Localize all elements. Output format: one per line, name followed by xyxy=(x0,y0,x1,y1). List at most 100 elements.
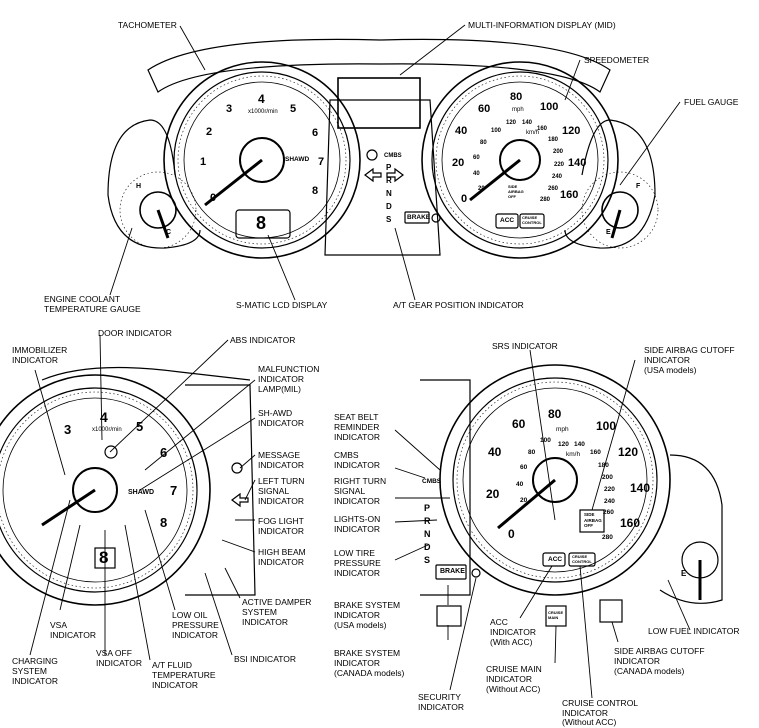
br-mph-unit: mph xyxy=(556,426,569,433)
label-fog: FOG LIGHT INDICATOR xyxy=(258,516,304,536)
bottom-right-center-panel xyxy=(420,379,471,596)
br-mph-60: 60 xyxy=(512,417,526,431)
label-immobilizer: IMMOBILIZER INDICATOR xyxy=(12,345,68,365)
label-active-damper: ACTIVE DAMPER SYSTEM INDICATOR xyxy=(242,597,312,627)
kmh-140: 140 xyxy=(522,120,533,126)
acc-badge-top: ACC xyxy=(500,217,515,224)
temp-c: C xyxy=(166,229,172,236)
cruise-main-box: CRUISE MAIN xyxy=(548,610,564,620)
br-kmh-100: 100 xyxy=(540,437,551,444)
label-shawd: SH-AWD INDICATOR xyxy=(258,408,304,428)
br-kmh-220: 220 xyxy=(604,486,615,493)
label-mid: MULTI-INFORMATION DISPLAY (MID) xyxy=(468,20,616,30)
mph-120: 120 xyxy=(562,125,581,137)
tach-unit: x1000r/min xyxy=(248,109,278,115)
bl-tach-6: 6 xyxy=(160,445,168,460)
bl-tach-5: 5 xyxy=(136,419,144,434)
label-cruise-main-sub: (Without ACC) xyxy=(486,684,541,694)
kmh-40: 40 xyxy=(473,171,480,177)
br-kmh-140: 140 xyxy=(574,441,585,448)
tach-num-3: 3 xyxy=(226,103,233,115)
br-kmh-280: 280 xyxy=(602,534,613,541)
label-side-airbag-can-sub: (CANADA models) xyxy=(614,666,685,676)
br-gear-r: R xyxy=(424,516,431,526)
bl-shawd: SHAWD xyxy=(128,489,155,496)
tach-num-2: 2 xyxy=(206,126,213,138)
tach-num-5: 5 xyxy=(290,103,297,115)
kmh-unit: km/h xyxy=(526,130,540,136)
gear-s: S xyxy=(386,215,392,224)
tach-num-8: 8 xyxy=(312,185,319,197)
label-side-airbag-can: SIDE AIRBAG CUTOFF INDICATOR xyxy=(614,646,705,666)
label-seat-belt: SEAT BELT REMINDER INDICATOR xyxy=(334,412,380,442)
fuel-f: F xyxy=(636,183,641,190)
bl-tach-3: 3 xyxy=(64,422,72,437)
bl-tach-7: 7 xyxy=(170,483,178,498)
label-cruise-control-sub: (Without ACC) xyxy=(562,717,617,727)
label-message: MESSAGE INDICATOR xyxy=(258,450,304,470)
temp-h: H xyxy=(136,183,142,190)
gear-p: P xyxy=(386,163,392,172)
kmh-120: 120 xyxy=(506,120,517,126)
label-brake-usa-sub: (USA models) xyxy=(334,620,387,630)
smatic-display xyxy=(235,209,291,239)
label-speedometer: SPEEDOMETER xyxy=(584,55,650,65)
label-left-turn: LEFT TURN SIGNAL INDICATOR xyxy=(258,476,305,506)
mph-unit: mph xyxy=(512,107,524,113)
tach-num-0: 0 xyxy=(210,192,217,204)
brake-badge-top: BRAKE xyxy=(407,214,431,221)
br-mph-80: 80 xyxy=(548,407,562,421)
gear-d: D xyxy=(386,202,392,211)
bottom-right-speedo-bezel xyxy=(439,364,671,596)
label-brake-usa: BRAKE SYSTEM INDICATOR xyxy=(334,600,401,620)
label-vsa-off: VSA OFF INDICATOR xyxy=(96,648,142,668)
br-kmh-200: 200 xyxy=(602,474,613,481)
br-kmh-unit: km/h xyxy=(566,451,581,458)
label-atf: A/T FLUID TEMPERATURE INDICATOR xyxy=(152,660,216,690)
br-kmh-180: 180 xyxy=(598,462,609,469)
mph-0: 0 xyxy=(461,193,468,205)
label-smatic: S-MATIC LCD DISPLAY xyxy=(236,300,328,310)
label-lights-on: LIGHTS-ON INDICATOR xyxy=(334,514,381,534)
bottom-left-tach-bezel xyxy=(0,374,211,606)
mph-40: 40 xyxy=(455,125,468,137)
bl-tach-4: 4 xyxy=(100,409,108,425)
bl-smatic-digit: 8 xyxy=(99,548,109,567)
label-side-airbag-usa: SIDE AIRBAG CUTOFF INDICATOR xyxy=(644,345,735,365)
br-kmh-160: 160 xyxy=(590,449,601,456)
br-mph-160: 160 xyxy=(620,516,641,530)
br-gear-s: S xyxy=(424,555,431,565)
label-vsa: VSA INDICATOR xyxy=(50,620,96,640)
label-cruise-control: CRUISE CONTROL INDICATOR xyxy=(562,698,639,718)
kmh-20: 20 xyxy=(478,186,485,192)
label-high-beam: HIGH BEAM INDICATOR xyxy=(258,547,306,567)
tach-num-7: 7 xyxy=(318,156,325,168)
br-mph-140: 140 xyxy=(630,481,651,495)
mph-60: 60 xyxy=(478,103,491,115)
br-fuel-e: E xyxy=(681,569,687,578)
br-kmh-260: 260 xyxy=(603,509,614,516)
mph-160: 160 xyxy=(560,189,579,201)
br-cruise-control-badge: CRUISE CONTROL xyxy=(572,554,592,564)
label-acc: ACC INDICATOR xyxy=(490,617,536,637)
br-mph-100: 100 xyxy=(596,419,617,433)
br-kmh-120: 120 xyxy=(558,441,569,448)
br-kmh-60: 60 xyxy=(520,464,528,471)
kmh-260: 260 xyxy=(548,186,559,192)
label-low-fuel: LOW FUEL INDICATOR xyxy=(648,626,740,636)
br-kmh-20: 20 xyxy=(520,497,528,504)
speedometer-bezel xyxy=(421,61,619,259)
bottom-left-housing xyxy=(41,366,251,381)
br-kmh-40: 40 xyxy=(516,481,524,488)
kmh-280: 280 xyxy=(540,197,551,203)
bottom-right-fuel-housing xyxy=(659,454,723,604)
speedometer-needle xyxy=(469,158,521,202)
label-right-turn: RIGHT TURN SIGNAL INDICATOR xyxy=(334,476,387,506)
mph-20: 20 xyxy=(452,157,465,169)
kmh-100: 100 xyxy=(491,128,502,134)
label-acc-sub: (With ACC) xyxy=(490,637,533,647)
fuel-gauge-housing xyxy=(564,119,656,249)
label-low-tire: LOW TIRE PRESSURE INDICATOR xyxy=(334,548,381,578)
label-side-airbag-usa-sub: (USA models) xyxy=(644,365,697,375)
